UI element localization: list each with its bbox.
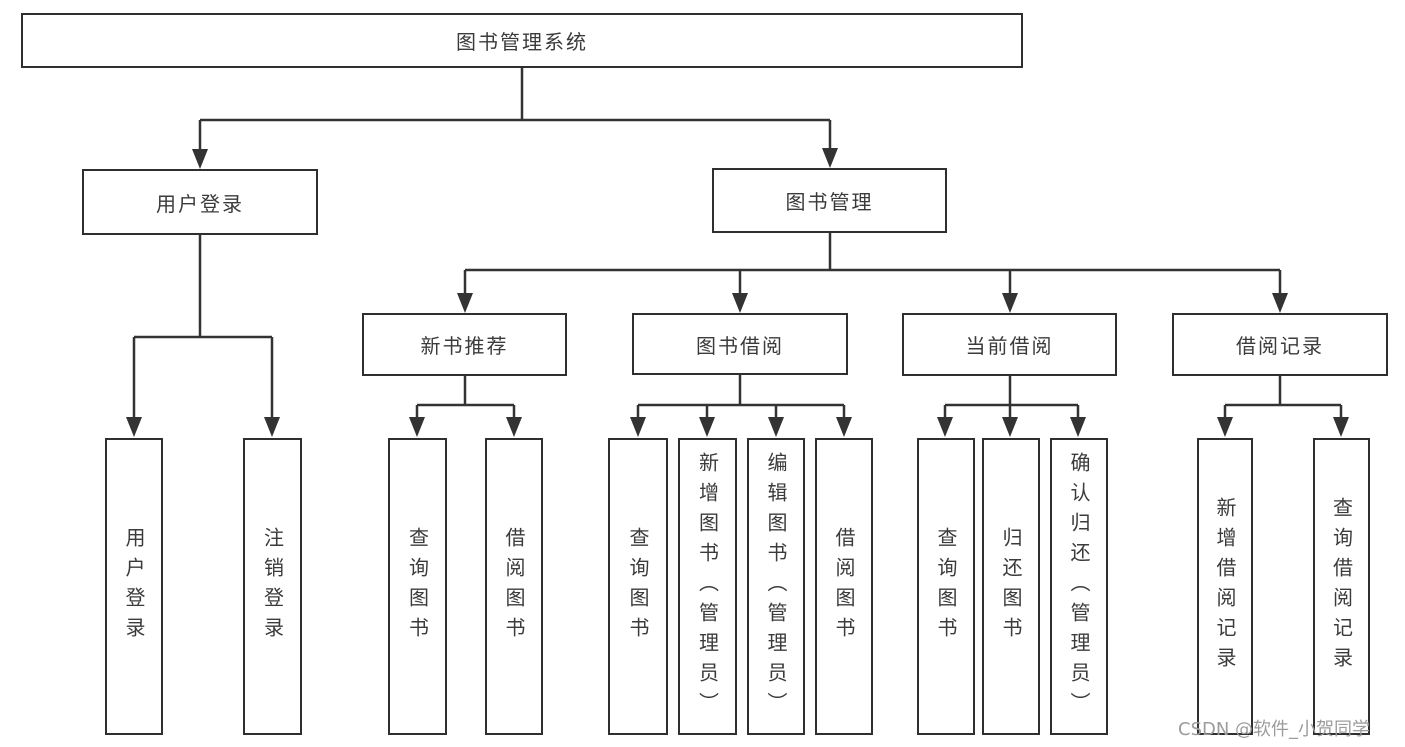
arrow-down-icon [409, 417, 425, 437]
node-borrow-record: 借阅记录 [1172, 313, 1388, 376]
leaf-logout: 注销登录 [243, 438, 302, 735]
arrow-down-icon [264, 417, 280, 437]
arrow-down-icon [768, 417, 784, 437]
arrow-down-icon [836, 417, 852, 437]
leaf-confirm-return-admin: 确认归还（管理员） [1050, 438, 1108, 735]
node-label: 查询借阅记录 [1329, 496, 1354, 677]
arrow-down-icon [1070, 417, 1086, 437]
node-label: 查询图书 [405, 526, 430, 647]
arrow-down-icon [699, 417, 715, 437]
leaf-query-book-borrow: 查询图书 [608, 438, 668, 735]
leaf-borrow-book: 借阅图书 [815, 438, 873, 735]
connector-user-login-to-leaves [126, 235, 280, 437]
node-book-management: 图书管理 [712, 168, 947, 233]
leaf-query-book-current: 查询图书 [917, 438, 975, 735]
node-label: 借阅图书 [502, 526, 526, 647]
connector-book-borrow-to-leaves [630, 375, 852, 437]
connector-new-book-to-leaves [409, 376, 522, 437]
leaf-return-book: 归还图书 [982, 438, 1040, 735]
arrow-down-icon [192, 149, 208, 169]
arrow-down-icon [126, 417, 142, 437]
arrow-down-icon [822, 148, 838, 168]
arrow-down-icon [937, 417, 953, 437]
leaf-add-book-admin: 新增图书（管理员） [678, 438, 737, 735]
arrow-down-icon [1002, 417, 1018, 437]
node-current-borrow: 当前借阅 [902, 313, 1117, 376]
node-label: 新增借阅记录 [1213, 496, 1237, 677]
node-new-book-recommend: 新书推荐 [362, 313, 567, 376]
node-label: 编辑图书（管理员） [764, 451, 788, 722]
leaf-edit-book-admin: 编辑图书（管理员） [747, 438, 805, 735]
node-label: 用户登录 [122, 526, 146, 647]
node-label: 查询图书 [934, 526, 958, 647]
connector-book-mgmt-to-level3 [457, 233, 1288, 313]
node-label: 注销登录 [260, 526, 285, 647]
node-label: 归还图书 [999, 526, 1023, 647]
leaf-query-borrow-record: 查询借阅记录 [1313, 438, 1370, 735]
node-label: 当前借阅 [965, 334, 1054, 358]
arrow-down-icon [1217, 417, 1233, 437]
node-label: 图书管理系统 [456, 30, 588, 54]
node-book-borrow: 图书借阅 [632, 313, 848, 375]
leaf-query-book-recommend: 查询图书 [388, 438, 447, 735]
node-root-system: 图书管理系统 [21, 13, 1023, 68]
node-label: 查询图书 [626, 526, 650, 647]
node-label: 图书管理 [785, 190, 874, 214]
node-label: 图书借阅 [696, 333, 784, 358]
connector-root-to-level2 [192, 68, 838, 169]
leaf-borrow-book-recommend: 借阅图书 [485, 438, 543, 735]
arrow-down-icon [1333, 417, 1349, 437]
csdn-watermark: CSDN @软件_小贺同学 [1178, 719, 1371, 740]
leaf-add-borrow-record: 新增借阅记录 [1197, 438, 1253, 735]
connector-current-borrow-to-leaves [937, 376, 1086, 437]
arrow-down-icon [1272, 293, 1288, 313]
connector-borrow-record-to-leaves [1217, 376, 1349, 437]
node-label: 新增图书（管理员） [695, 451, 720, 722]
node-label: 借阅图书 [832, 526, 856, 647]
node-user-login: 用户登录 [82, 169, 318, 235]
node-label: 确认归还（管理员） [1067, 451, 1091, 722]
leaf-user-login: 用户登录 [105, 438, 163, 735]
arrow-down-icon [732, 293, 748, 313]
node-label: 新书推荐 [420, 334, 509, 358]
arrow-down-icon [457, 293, 473, 313]
node-label: 借阅记录 [1236, 334, 1324, 358]
arrow-down-icon [630, 417, 646, 437]
arrow-down-icon [1002, 293, 1018, 313]
node-label: 用户登录 [156, 191, 244, 216]
arrow-down-icon [506, 417, 522, 437]
